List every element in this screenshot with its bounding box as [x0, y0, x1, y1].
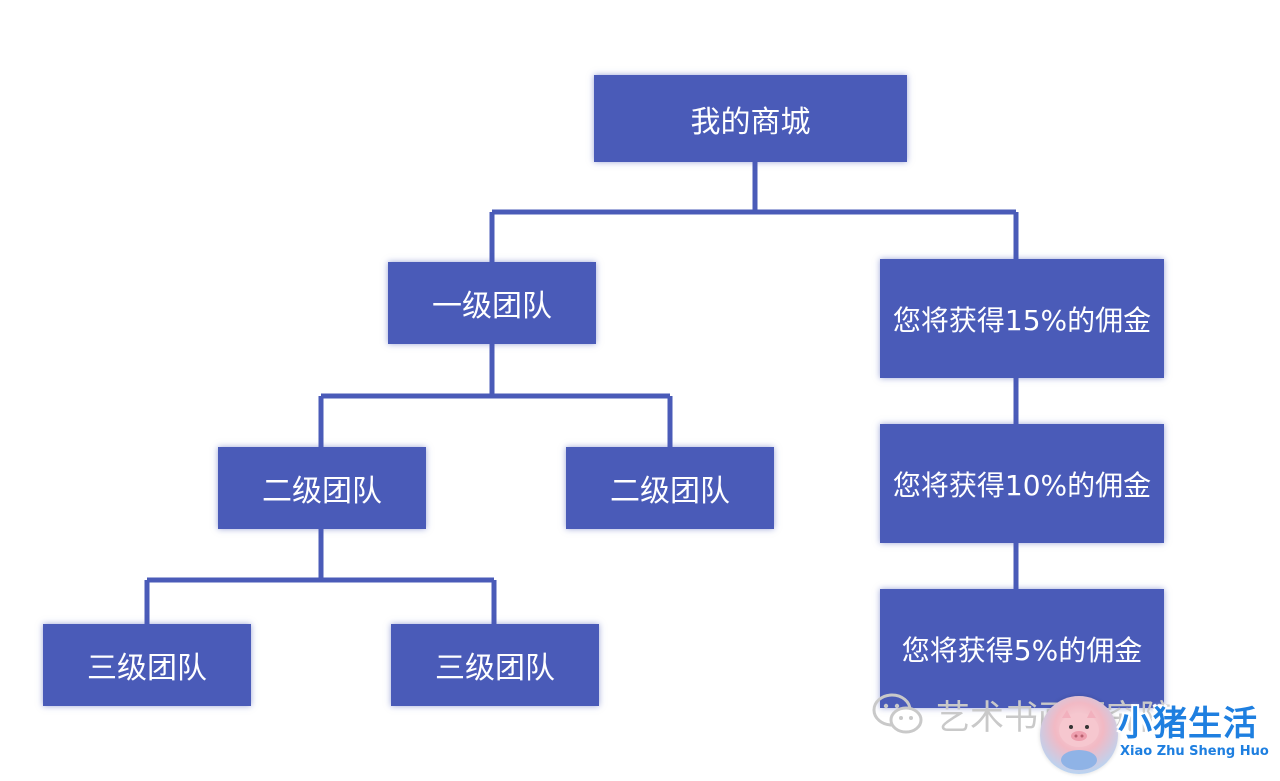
brand-title: 小猪生活 — [1118, 704, 1258, 744]
node-commission-10: 您将获得10%的佣金 — [880, 424, 1164, 543]
node-level2-team-b: 二级团队 — [566, 447, 774, 529]
brand-logo: 小猪生活 Xiao Zhu Sheng Huo — [1040, 690, 1276, 778]
node-root: 我的商城 — [594, 75, 907, 162]
node-commission-5: 您将获得5%的佣金 — [880, 589, 1164, 708]
node-commission-15: 您将获得15%的佣金 — [880, 259, 1164, 378]
pig-avatar-icon — [1040, 696, 1118, 774]
wechat-icon — [872, 692, 924, 736]
node-level1-team: 一级团队 — [388, 262, 596, 344]
brand-subtitle: Xiao Zhu Sheng Huo — [1120, 744, 1269, 759]
node-level3-team-b: 三级团队 — [391, 624, 599, 706]
node-level3-team-a: 三级团队 — [43, 624, 251, 706]
node-level2-team-a: 二级团队 — [218, 447, 426, 529]
